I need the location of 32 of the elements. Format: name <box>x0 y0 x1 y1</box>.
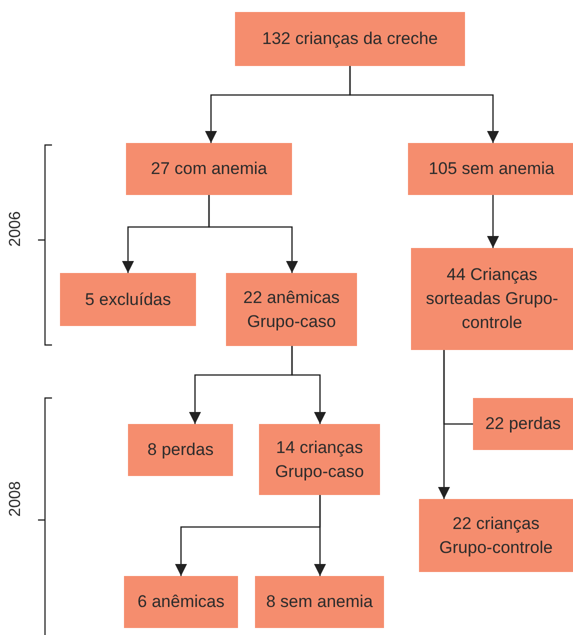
arrow <box>487 195 499 248</box>
year-label: 2008 <box>7 480 25 519</box>
process-box <box>255 576 384 628</box>
process-box <box>411 248 573 350</box>
process-box <box>473 398 573 450</box>
arrow <box>208 195 298 273</box>
process-box <box>226 273 357 346</box>
box-text: 6 anêmicas <box>138 591 224 614</box>
process-box <box>235 12 465 66</box>
box-text: 132 crianças da creche <box>262 28 438 50</box>
process-box <box>419 499 573 572</box>
box-text: 44 Crianças sorteadas Grupo-controle <box>424 264 560 334</box>
process-box <box>128 424 233 476</box>
box-text: 105 sem anemia <box>428 158 554 180</box>
arrow <box>349 66 499 143</box>
process-box <box>408 143 573 195</box>
year-label: 2006 <box>7 210 25 249</box>
arrow <box>438 350 450 499</box>
box-text: 5 excluídas <box>85 288 171 311</box>
box-text: 8 perdas <box>147 439 214 462</box>
box-text: 22 perdas <box>485 413 561 436</box>
box-text: 22 anêmicas Grupo-caso <box>242 286 341 332</box>
box-text: 14 crianças Grupo-caso <box>274 436 365 482</box>
process-box <box>124 576 238 628</box>
process-box <box>60 273 196 326</box>
box-text: 27 com anemia <box>150 158 268 180</box>
box-text: 8 sem anemia <box>266 591 373 614</box>
arrow <box>291 346 326 424</box>
arrow <box>314 495 326 576</box>
box-text: 22 crianças Grupo-controle <box>438 512 554 558</box>
process-box <box>259 424 380 495</box>
process-box <box>126 143 292 195</box>
